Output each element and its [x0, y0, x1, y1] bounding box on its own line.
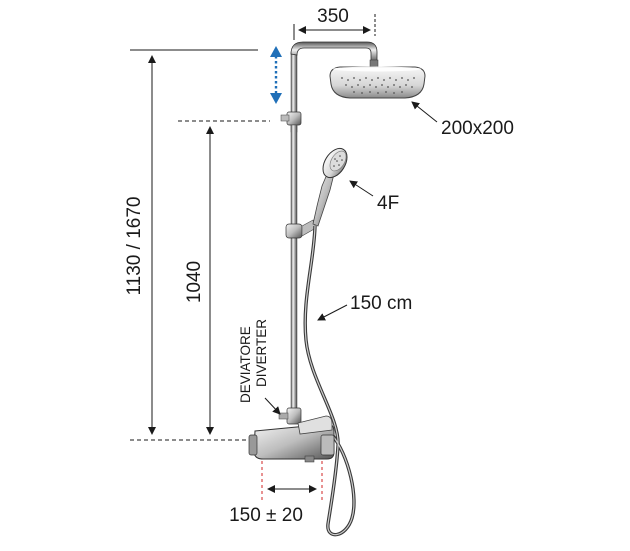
- thermostatic-mixer: [248, 415, 335, 463]
- hand-shower-label: 4F: [377, 193, 399, 214]
- diverter-label-it: DEVIATORE: [238, 326, 253, 403]
- hose-length-leader: [317, 304, 348, 321]
- arm-length-label: 350: [317, 6, 349, 27]
- diverter-leader: [264, 397, 281, 415]
- total-height-label: 1130 / 1670: [124, 197, 145, 296]
- mixer-spacing-label: 150 ± 20: [229, 505, 303, 526]
- shower-hose-highlight: [304, 225, 355, 536]
- diverter-label-en: DIVERTER: [254, 319, 269, 387]
- head-size-leader: [411, 101, 438, 123]
- hand-shower-slider: [285, 219, 317, 239]
- diverter: [278, 407, 302, 425]
- hand-shower-leader: [349, 180, 374, 197]
- diverter-height-label: 1040: [184, 261, 205, 303]
- shower-hose: [303, 225, 356, 537]
- hand-shower-handle: [312, 171, 335, 227]
- overhead-shower-head: [329, 66, 426, 99]
- double-arrow-vertical-icon: [270, 46, 282, 104]
- main-column-pipe: [290, 124, 298, 423]
- joint-screw: [280, 114, 290, 122]
- head-size-label: 200x200: [441, 118, 514, 139]
- hand-shower-head: [322, 147, 348, 179]
- shower-arm: [290, 41, 378, 63]
- hose-length-label: 150 cm: [350, 293, 412, 314]
